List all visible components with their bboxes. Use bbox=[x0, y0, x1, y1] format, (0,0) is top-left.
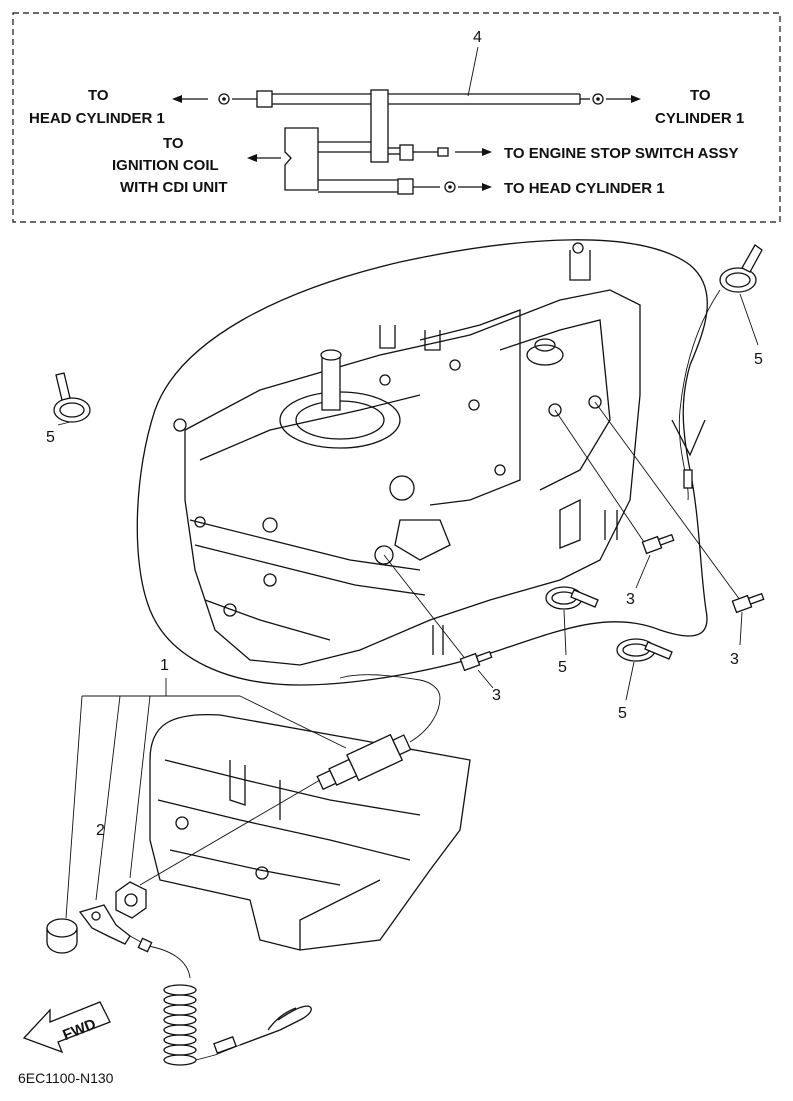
label-left-to: TO bbox=[88, 87, 109, 104]
wiring-inset-frame bbox=[12, 12, 781, 223]
callout-1: 1 bbox=[160, 657, 169, 674]
engine-block bbox=[173, 242, 641, 666]
label-coil-line2: WITH CDI UNIT bbox=[120, 179, 227, 196]
label-head-cylinder: TO HEAD CYLINDER 1 bbox=[504, 180, 665, 197]
label-coil-line1: IGNITION COIL bbox=[112, 157, 219, 174]
callout-3-b: 3 bbox=[626, 591, 635, 608]
callout-5-a: 5 bbox=[754, 351, 763, 368]
label-right-to: TO bbox=[690, 87, 711, 104]
stop-switch bbox=[316, 733, 412, 791]
callout-5-d: 5 bbox=[618, 705, 627, 722]
clamp-center bbox=[545, 586, 599, 610]
nut bbox=[115, 881, 147, 919]
main-lead-cable bbox=[218, 90, 604, 108]
diagram-code: 6EC1100-N130 bbox=[18, 1070, 114, 1086]
coil-connector bbox=[284, 127, 456, 195]
label-stop-switch: TO ENGINE STOP SWITCH ASSY bbox=[504, 145, 739, 162]
callout-5-c: 5 bbox=[558, 659, 567, 676]
clamp-lower-right bbox=[616, 638, 673, 662]
callout-3-a: 3 bbox=[492, 687, 501, 704]
clamp-left bbox=[53, 372, 91, 423]
lanyard-clip bbox=[78, 904, 131, 945]
label-left-dest: HEAD CYLINDER 1 bbox=[29, 110, 165, 127]
bundle-sleeve bbox=[370, 89, 389, 163]
label-right-dest: CYLINDER 1 bbox=[655, 110, 744, 127]
clamp-top-right bbox=[719, 244, 763, 293]
bolt-group bbox=[459, 533, 765, 672]
cap bbox=[46, 918, 78, 954]
assembly-outline bbox=[136, 239, 708, 686]
lower-housing bbox=[149, 713, 471, 951]
fwd-arrow: FWD bbox=[22, 1001, 111, 1054]
callout-3-c: 3 bbox=[730, 651, 739, 668]
label-coil-to: TO bbox=[163, 135, 184, 152]
callout-4: 4 bbox=[473, 29, 482, 46]
callout-5-b: 5 bbox=[46, 429, 55, 446]
coiled-lanyard bbox=[129, 935, 312, 1066]
callout-2: 2 bbox=[96, 822, 105, 839]
